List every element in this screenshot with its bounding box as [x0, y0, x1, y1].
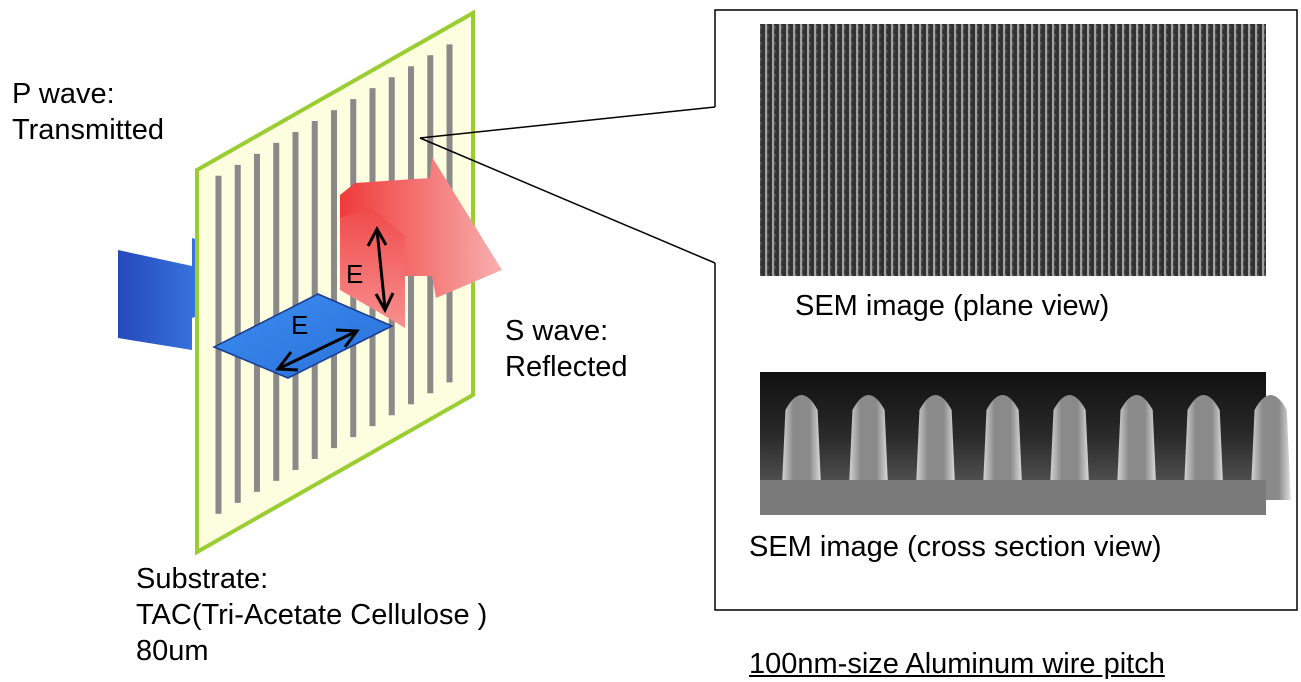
transmitted-e-sheet — [212, 293, 394, 379]
incident-e-label: E — [291, 310, 308, 340]
wire-pillar — [915, 395, 956, 500]
p-wave-desc: Transmitted — [12, 114, 165, 146]
substrate-thickness: 80um — [136, 635, 209, 667]
reflected-e-label: E — [346, 259, 363, 289]
wire-pillar — [1049, 395, 1090, 500]
sem-plane-view-image — [760, 24, 1266, 276]
p-wave-label: P wave: Transmitted — [12, 76, 164, 148]
s-wave-title: S wave: — [505, 315, 609, 347]
substrate-label: Substrate: TAC(Tri-Acetate Cellulose ) 8… — [136, 561, 487, 669]
s-wave-label: S wave: Reflected — [505, 313, 628, 385]
pitch-caption: 100nm-size Aluminum wire pitch — [749, 648, 1165, 680]
s-wave-desc: Reflected — [505, 351, 628, 383]
sem-panel-frame — [714, 9, 1298, 611]
wire-pillar — [1183, 395, 1224, 500]
substrate-material: TAC(Tri-Acetate Cellulose ) — [136, 599, 488, 631]
wire-grid-panel — [195, 9, 475, 556]
wire-pillar — [982, 395, 1023, 500]
zoom-line-top — [419, 106, 716, 139]
p-wave-title: P wave: — [12, 78, 115, 110]
wire-pillar — [1116, 395, 1157, 500]
substrate-title: Substrate: — [136, 563, 269, 595]
wire-pillar — [1250, 395, 1291, 500]
incident-e-arrow-icon — [279, 330, 356, 370]
sem-plane-caption: SEM image (plane view) — [795, 290, 1110, 322]
wire-pillar — [781, 395, 822, 500]
sem-cross-section-image — [760, 372, 1291, 515]
zoom-line-bottom — [419, 137, 716, 264]
wire-pillar — [848, 395, 889, 500]
sem-cross-caption: SEM image (cross section view) — [749, 531, 1162, 563]
reflected-arrow-icon — [340, 157, 502, 328]
